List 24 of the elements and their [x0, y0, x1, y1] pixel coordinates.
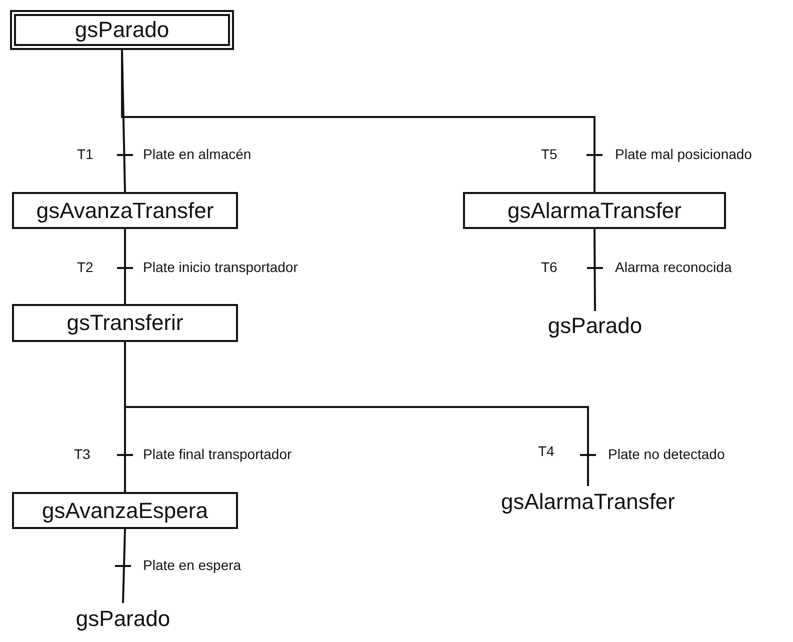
- step-box: gsAlarmaTransfer: [463, 192, 726, 229]
- edge-label: Plate mal posicionado: [614, 146, 753, 162]
- edge-label: Plate no detectado: [607, 446, 726, 462]
- connector-line: [594, 229, 596, 311]
- edge-label: Alarma reconocida: [614, 259, 733, 275]
- connector-line: [124, 229, 126, 304]
- step-box: gsTransferir: [12, 304, 238, 342]
- jump-target-text: gsParado: [538, 311, 652, 341]
- transition-number: T4: [537, 443, 556, 459]
- edge-label: Plate final transportador: [142, 446, 293, 462]
- step-box: gsAvanzaTransfer: [12, 192, 238, 229]
- step-box: gsAvanzaEspera: [12, 492, 238, 529]
- jump-target-text: gsParado: [68, 603, 178, 635]
- edge-label: Plate en espera: [142, 557, 242, 573]
- transition-number: T5: [540, 146, 558, 162]
- jump-target-text: gsAlarmaTransfer: [478, 486, 698, 518]
- transition-number: T3: [73, 446, 92, 462]
- transition-number: T1: [76, 146, 94, 162]
- edge-label: Plate inicio transportador: [142, 259, 299, 275]
- edge-label: Plate en almacén: [142, 146, 252, 162]
- transition-number: T6: [540, 259, 558, 275]
- connector-line: [121, 50, 596, 192]
- transition-number: T2: [76, 259, 94, 275]
- connector-line: [122, 528, 126, 604]
